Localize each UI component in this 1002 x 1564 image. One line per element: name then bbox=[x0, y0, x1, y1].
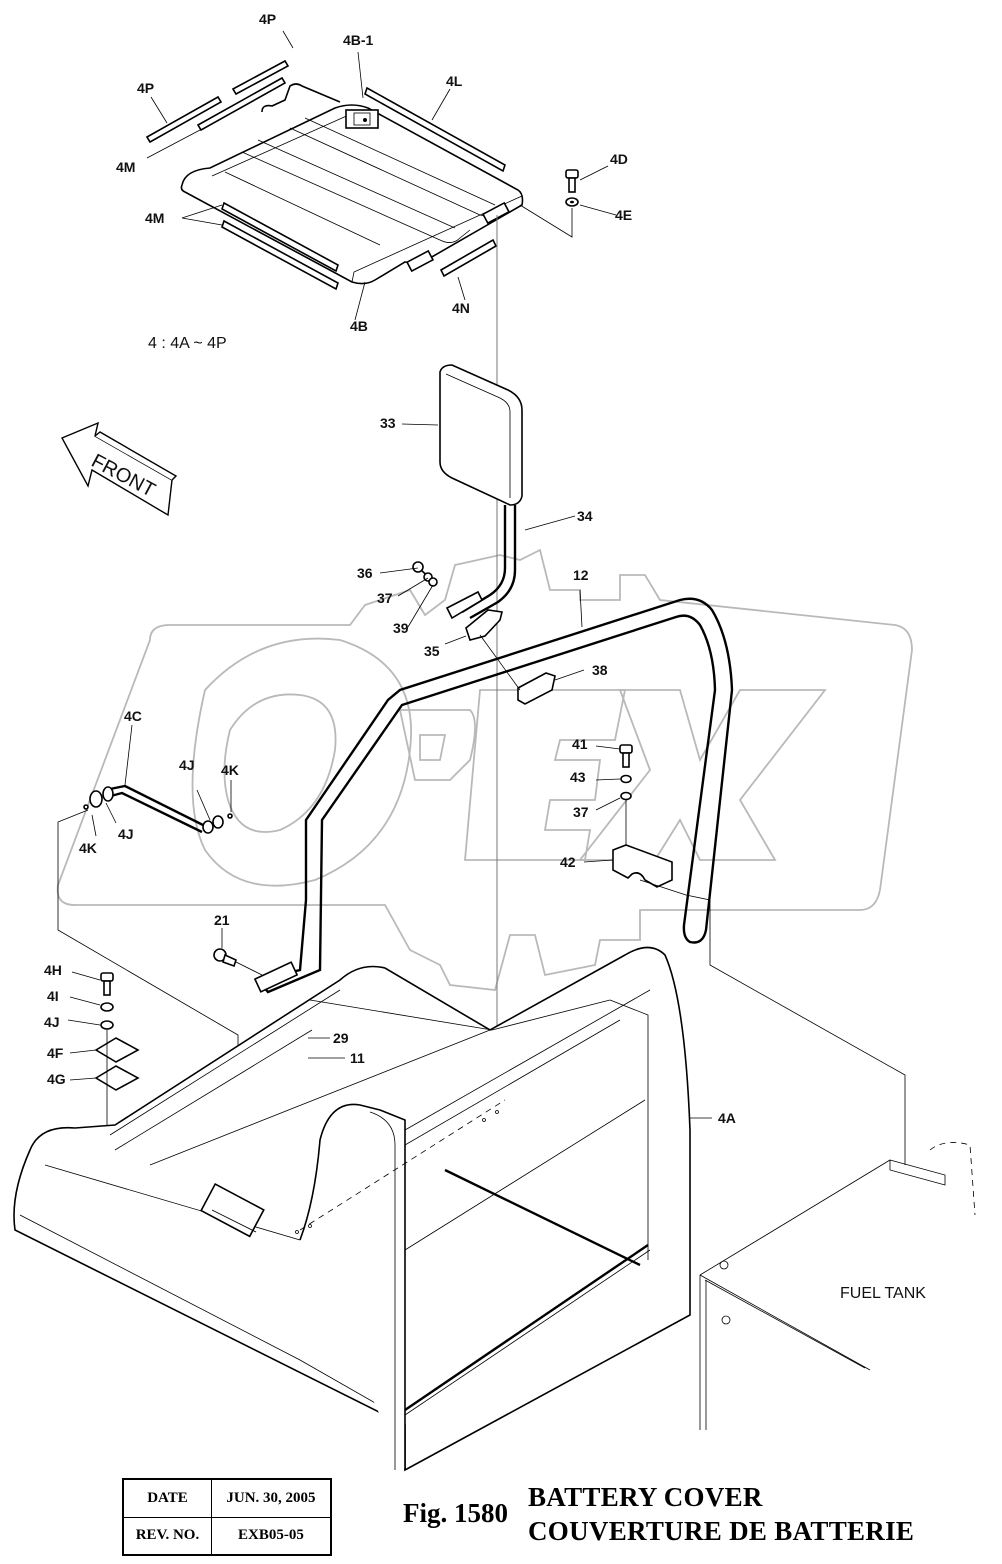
callout-37: 37 bbox=[573, 804, 589, 820]
callout-41: 41 bbox=[572, 736, 588, 752]
callout-4D: 4D bbox=[610, 151, 628, 167]
figure-number: Fig. 1580 bbox=[403, 1498, 508, 1528]
battery-cover-lid bbox=[180, 83, 524, 285]
revision-value: EXB05-05 bbox=[210, 1516, 332, 1556]
seal-strips bbox=[145, 59, 506, 291]
callout-4P: 4P bbox=[259, 11, 276, 27]
callout-34: 34 bbox=[577, 508, 593, 524]
watermark-logo bbox=[56, 548, 913, 991]
handle-bar-4C bbox=[83, 784, 233, 834]
callout-4J: 4J bbox=[179, 757, 195, 773]
bracket-38 bbox=[517, 672, 556, 705]
callout-4H: 4H bbox=[44, 962, 62, 978]
callout-4J: 4J bbox=[44, 1014, 60, 1030]
washer-4J bbox=[100, 1020, 114, 1030]
callout-21: 21 bbox=[214, 912, 230, 928]
callout-4K: 4K bbox=[221, 762, 239, 778]
callout-4C: 4C bbox=[124, 708, 142, 724]
battery-box-4A bbox=[13, 946, 691, 1472]
callout-4K: 4K bbox=[79, 840, 97, 856]
callout-39: 39 bbox=[393, 620, 409, 636]
bolt-4H bbox=[100, 972, 114, 996]
callout-4G: 4G bbox=[47, 1071, 66, 1087]
washer-4I bbox=[100, 1002, 114, 1012]
revision-label: REV. NO. bbox=[122, 1516, 212, 1556]
callout-38: 38 bbox=[592, 662, 608, 678]
callout-4A: 4A bbox=[718, 1110, 736, 1126]
callout-4M: 4M bbox=[116, 159, 135, 175]
washer-37-lower bbox=[620, 791, 632, 801]
callout-4F: 4F bbox=[47, 1045, 64, 1061]
callout-4I: 4I bbox=[47, 988, 59, 1004]
block-42 bbox=[612, 844, 673, 888]
fuel-tank-label: FUEL TANK bbox=[840, 1285, 926, 1302]
callout-37: 37 bbox=[377, 590, 393, 606]
figure-title-french: COUVERTURE DE BATTERIE bbox=[528, 1516, 915, 1546]
callout-42: 42 bbox=[560, 854, 576, 870]
bolt-21 bbox=[213, 948, 237, 968]
figure-title-english: BATTERY COVER bbox=[528, 1482, 763, 1512]
handrail-12 bbox=[253, 597, 734, 994]
callout-leaders bbox=[67, 30, 712, 1119]
mirror-33 bbox=[439, 364, 523, 506]
callout-43: 43 bbox=[570, 769, 586, 785]
callout-4E: 4E bbox=[615, 207, 632, 223]
callout-labels: 4P 4P 4B-1 4L 4M 4M 4D 4E 4N 4B 4 : 4A ~… bbox=[44, 11, 926, 1302]
title-block: DATE JUN. 30, 2005 REV. NO. EXB05-05 bbox=[122, 1478, 332, 1556]
mirror-stay-34 bbox=[445, 505, 517, 620]
callout-4N: 4N bbox=[452, 300, 470, 316]
date-value: JUN. 30, 2005 bbox=[210, 1478, 332, 1518]
bolt-41 bbox=[619, 744, 633, 768]
plate-4F bbox=[94, 1037, 140, 1063]
callout-4L: 4L bbox=[446, 73, 463, 89]
callout-33: 33 bbox=[380, 415, 396, 431]
callout-4P: 4P bbox=[137, 80, 154, 96]
date-label: DATE bbox=[122, 1478, 212, 1518]
bolt-4D bbox=[565, 169, 579, 193]
plate-4G bbox=[94, 1065, 140, 1091]
callout-4M: 4M bbox=[145, 210, 164, 226]
front-direction-arrow: FRONT bbox=[61, 421, 178, 517]
callout-35: 35 bbox=[424, 643, 440, 659]
callout-12: 12 bbox=[573, 567, 589, 583]
fuel-tank bbox=[699, 1142, 976, 1430]
callout-4B: 4B bbox=[350, 318, 368, 334]
figure-title: BATTERY COVER COUVERTURE DE BATTERIE bbox=[528, 1480, 914, 1548]
callout-4J: 4J bbox=[118, 826, 134, 842]
washer-4E bbox=[565, 197, 579, 207]
washer-39 bbox=[428, 577, 438, 587]
callout-36: 36 bbox=[357, 565, 373, 581]
callout-29: 29 bbox=[333, 1030, 349, 1046]
assembly-note: 4 : 4A ~ 4P bbox=[148, 335, 227, 352]
callout-11: 11 bbox=[350, 1050, 365, 1066]
washer-43 bbox=[620, 774, 632, 784]
bracket-35 bbox=[465, 609, 503, 641]
callout-4B-1: 4B-1 bbox=[343, 32, 374, 48]
